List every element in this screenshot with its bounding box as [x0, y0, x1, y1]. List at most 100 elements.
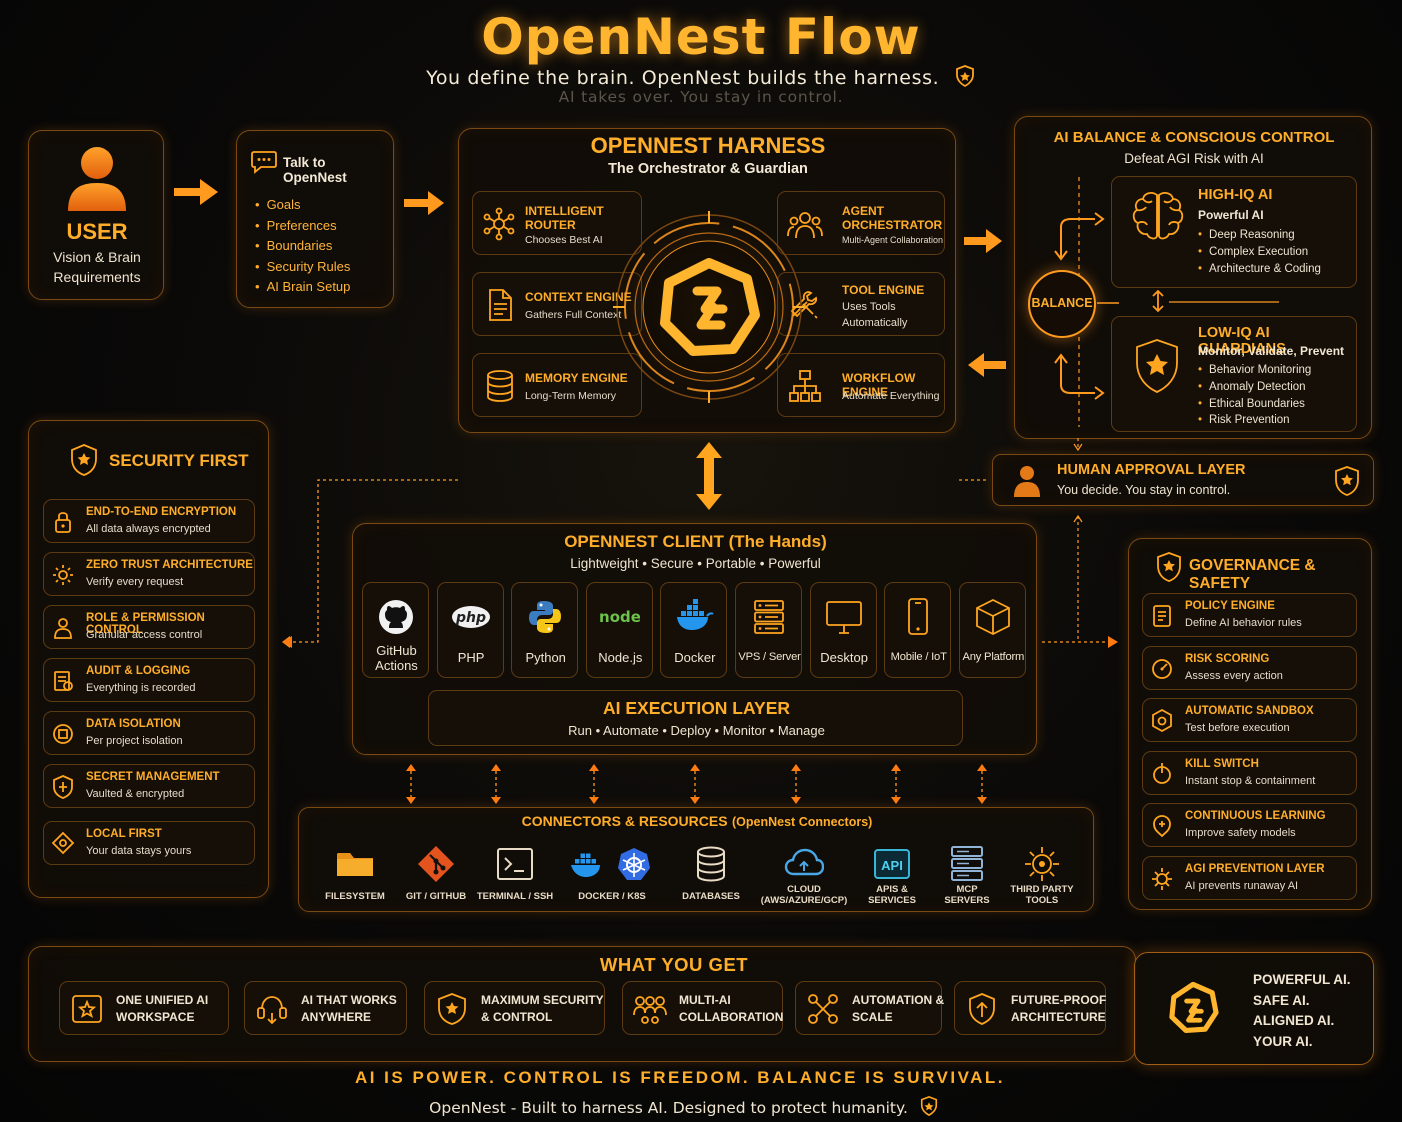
- client-tile: Any Platform: [958, 582, 1026, 678]
- governance-item-sub: Define AI behavior rules: [1185, 617, 1302, 629]
- engine-context-title: CONTEXT ENGINE: [525, 290, 632, 304]
- promise-line-1: POWERFUL AI.: [1253, 972, 1351, 987]
- talk-item-ai-brain-setup: AI Brain Setup: [255, 277, 351, 298]
- governance-item-icon: [1153, 815, 1171, 838]
- governance-item-title: KILL SWITCH: [1185, 757, 1259, 770]
- exec-title: AI EXECUTION LAYER: [602, 698, 791, 718]
- footer-slogan: AI IS POWER. CONTROL IS FREEDOM. BALANCE…: [354, 1068, 1006, 1087]
- client-tile-label: Mobile / IoT: [885, 650, 952, 665]
- connector-label: FILESYSTEM: [305, 891, 405, 902]
- security-item-title: AUDIT & LOGGING: [86, 665, 191, 677]
- connectors-box: CONNECTORS & RESOURCES (OpenNest Connect…: [298, 807, 1094, 912]
- double-arrow-icon: [891, 764, 901, 804]
- docker-k8s-icon: [571, 848, 650, 880]
- benefit-icon: [72, 995, 102, 1023]
- governance-item-sub: Assess every action: [1185, 669, 1283, 682]
- governance-item-icon: [1152, 867, 1172, 890]
- low-iq-list: Behavior Monitoring Anomaly Detection Et…: [1198, 362, 1311, 429]
- client-tile-label-1: Python: [525, 650, 566, 665]
- benefit-icon: [969, 993, 995, 1025]
- benefit-icon: [633, 996, 667, 1024]
- approval-shield-icon: [1335, 466, 1359, 496]
- document-icon: [489, 289, 512, 321]
- connector-label: GIT / GITHUB: [386, 891, 486, 902]
- governance-title: GOVERNANCE & SAFETY: [1189, 557, 1316, 592]
- connector-label: TERMINAL / SSH: [465, 891, 565, 902]
- benefit-label-1: AI THAT WORKS: [301, 993, 397, 1007]
- client-tile-label: VPS / Server: [736, 650, 803, 665]
- harness-core-logo-icon: [611, 209, 807, 405]
- connector-label: APIS &SERVICES: [842, 884, 942, 906]
- local-icon: [51, 831, 75, 855]
- gear-icon: [53, 565, 73, 585]
- engine-tool-sub: Uses Tools: [842, 301, 896, 313]
- benefit-label: AUTOMATION & SCALE: [852, 992, 944, 1026]
- connectors-title-row: CONNECTORS & RESOURCES (OpenNest Connect…: [299, 813, 1095, 831]
- engine-agent-title2: ORCHESTRATOR: [842, 218, 943, 232]
- connector-label-1: DOCKER / K8S: [578, 891, 646, 902]
- engine-intelligent-router: INTELLIGENT ROUTER Chooses Best AI: [472, 191, 642, 255]
- client-tile-label-1: VPS / Server: [738, 651, 801, 663]
- engine-router-title1: INTELLIGENT: [525, 204, 604, 218]
- benefit-card: MAXIMUM SECURITY& CONTROL: [424, 981, 605, 1035]
- security-item-title: ZERO TRUST ARCHITECTURE: [86, 559, 253, 571]
- balance-hline: [1169, 301, 1279, 303]
- balance-subtitle: Defeat AGI Risk with AI: [1124, 151, 1264, 166]
- benefit-label-1: AUTOMATION &: [852, 993, 945, 1007]
- governance-shield-icon: [1157, 552, 1181, 582]
- benefit-icon: [808, 994, 838, 1024]
- security-item-title: END-TO-END ENCRYPTION: [86, 506, 237, 518]
- subtitle-text: You define the brain. OpenNest builds th…: [426, 67, 940, 89]
- client-to-governance-link: [1042, 636, 1118, 648]
- client-tile-label-1: Docker: [674, 650, 716, 665]
- client-tile: VPS / Server: [735, 582, 802, 678]
- nodejs-icon: node: [600, 608, 640, 626]
- desktop-icon: [825, 601, 862, 634]
- benefit-label-2: SCALE: [852, 1010, 893, 1024]
- balance-box: AI BALANCE & CONSCIOUS CONTROL Defeat AG…: [1014, 116, 1372, 439]
- client-to-security-link: [282, 479, 458, 648]
- arrow-talk-to-harness: [404, 191, 444, 215]
- governance-item-title: CONTINUOUS LEARNING: [1185, 810, 1326, 822]
- governance-item-icon: [1153, 762, 1171, 784]
- connectors-title: CONNECTORS & RESOURCES: [521, 813, 728, 829]
- client-tile-label-1: Node.js: [598, 650, 643, 665]
- connector-label-2: TOOLS: [1025, 895, 1059, 906]
- benefit-icon: [257, 996, 287, 1025]
- client-title: OPENNEST CLIENT: [564, 532, 724, 551]
- exec-sub: Run • Automate • Deploy • Monitor • Mana…: [568, 723, 825, 738]
- human-approval-links: [959, 438, 1083, 641]
- engine-workflow: WORKFLOW ENGINE Automate Everything: [777, 353, 945, 417]
- user-line1: Vision & Brain: [53, 249, 141, 265]
- security-item: ZERO TRUST ARCHITECTURE Verify every requ…: [43, 552, 255, 596]
- footer-shield-icon: [920, 1096, 937, 1117]
- engine-agent-orchestrator: AGENT ORCHESTRATOR Multi-Agent Collabora…: [777, 191, 945, 255]
- what-you-get-title: WHAT YOU GET: [599, 954, 749, 975]
- benefit-label-1: MULTI-AI: [679, 993, 731, 1007]
- double-arrow-icon: [977, 764, 987, 804]
- benefit-label: MAXIMUM SECURITY& CONTROL: [481, 992, 604, 1026]
- user-box: USER Vision & Brain Requirements: [28, 130, 164, 300]
- workflow-icon: [789, 370, 821, 402]
- balance-title: AI BALANCE & CONSCIOUS CONTROL: [1053, 129, 1335, 146]
- brain-icon: [1132, 192, 1184, 240]
- balance-circle: [1028, 270, 1096, 338]
- promise-lines: POWERFUL AI. SAFE AI. ALIGNED AI. YOUR A…: [1253, 970, 1351, 1052]
- client-tile-label: Python: [512, 650, 579, 665]
- api-icon: API: [874, 849, 910, 879]
- users-icon: [54, 618, 72, 639]
- page-title: OpenNest Flow: [481, 8, 921, 66]
- client-subtitle: Lightweight • Secure • Portable • Powerf…: [570, 556, 821, 571]
- client-tile-label: Node.js: [587, 650, 654, 665]
- security-item-sub: Verify every request: [86, 576, 184, 588]
- low-iq-item-4: Risk Prevention: [1198, 412, 1311, 429]
- engine-tool-title: TOOL ENGINE: [842, 283, 925, 297]
- double-arrow-icon: [791, 764, 801, 804]
- balance-double-arrow: [1152, 289, 1164, 313]
- human-approval-box: HUMAN APPROVAL LAYER You decide. You sta…: [992, 454, 1374, 506]
